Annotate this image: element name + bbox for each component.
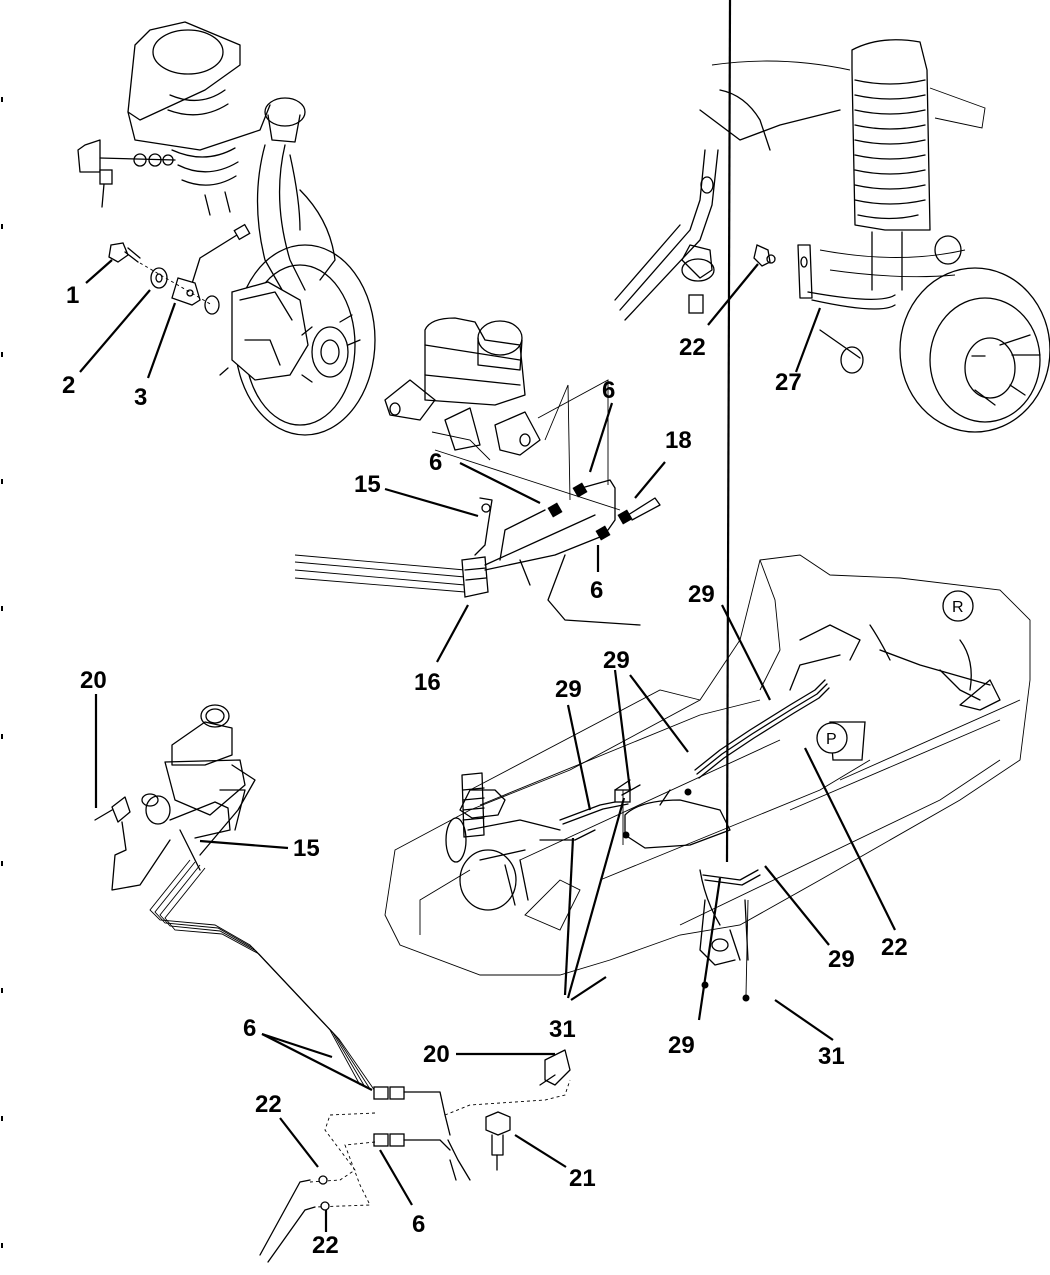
leader-22-underbody [804, 747, 896, 931]
master-cylinder-detail-illustration [294, 317, 661, 626]
callout-1: 1 [66, 282, 79, 309]
callout-16: 16 [414, 669, 441, 696]
edge-registration-marks [1, 97, 3, 1248]
leader-22-rear [707, 263, 759, 326]
leader-29-left [566, 704, 592, 811]
bolt-part-1 [108, 242, 141, 263]
callout-3: 3 [134, 384, 147, 411]
leader-18 [634, 461, 666, 499]
callout-21: 21 [569, 1165, 596, 1192]
callout-29-top-right: 29 [688, 581, 715, 608]
callout-29-right-lower: 29 [828, 946, 855, 973]
callout-20-lower: 20 [423, 1041, 450, 1068]
leader-15-left [199, 839, 289, 850]
leader-6-mid-left [459, 462, 541, 504]
callout-2: 2 [62, 372, 75, 399]
park-marker-label: P [826, 731, 837, 748]
callout-6-lower-bottom: 6 [412, 1211, 425, 1238]
callout-6-lower-upper: 6 [243, 1015, 256, 1042]
leader-6-lower-b [261, 1032, 333, 1059]
callout-6-mid-bottom: 6 [590, 577, 603, 604]
leader-29-upper-mid-a [613, 669, 632, 791]
leader-2 [79, 289, 151, 373]
rear-suspension-illustration [614, 39, 1050, 433]
park-marker: P [816, 721, 866, 761]
callout-27: 27 [775, 369, 802, 396]
leader-31-left-a [563, 837, 575, 996]
leader-1 [85, 259, 113, 284]
callout-29-upper-mid: 29 [603, 647, 630, 674]
washer-part-2 [150, 267, 168, 289]
leader-3 [146, 302, 177, 379]
callout-29-left: 29 [555, 676, 582, 703]
callout-20-left: 20 [80, 667, 107, 694]
callout-15-left: 15 [293, 835, 320, 862]
underbody-overview-illustration [384, 554, 1031, 1002]
master-cylinder-overview-illustration [94, 704, 571, 1263]
callout-31-left: 31 [549, 1016, 576, 1043]
leader-21 [514, 1134, 567, 1168]
leader-29-right-lower-line [764, 865, 830, 946]
leader-29-upper-mid-b [629, 674, 689, 753]
leader-6-lower-a [261, 1033, 373, 1091]
callout-15-top: 15 [354, 471, 381, 498]
leader-31-left-c [570, 976, 607, 1001]
bracket-part-3 [171, 277, 201, 306]
leader-27 [794, 307, 822, 373]
leader-6-top-right [588, 402, 614, 473]
callout-18: 18 [665, 427, 692, 454]
leader-31-right [774, 999, 834, 1041]
leader-22-lower-top [279, 1117, 319, 1168]
leader-6-lower-bottom [379, 1149, 413, 1206]
callout-6-top-right: 6 [602, 377, 615, 404]
front-suspension-illustration [77, 21, 376, 436]
callout-22-underbody: 22 [881, 934, 908, 961]
leader-29-bottom [697, 877, 722, 1021]
callout-29-bottom: 29 [668, 1032, 695, 1059]
rear-marker: R [942, 590, 974, 622]
leader-15-top [384, 487, 479, 518]
callout-22-lower-bottom: 22 [312, 1232, 339, 1259]
callout-6-mid-left: 6 [429, 449, 442, 476]
callout-22-lower-top: 22 [255, 1091, 282, 1118]
callout-31-right: 31 [818, 1043, 845, 1070]
leader-31-left-b [566, 797, 626, 999]
leader-16 [436, 604, 469, 663]
rear-marker-label: R [952, 599, 964, 616]
callout-22-rear: 22 [679, 334, 706, 361]
leader-29-right-lower [725, 0, 732, 863]
leader-29-top-right [721, 604, 771, 701]
